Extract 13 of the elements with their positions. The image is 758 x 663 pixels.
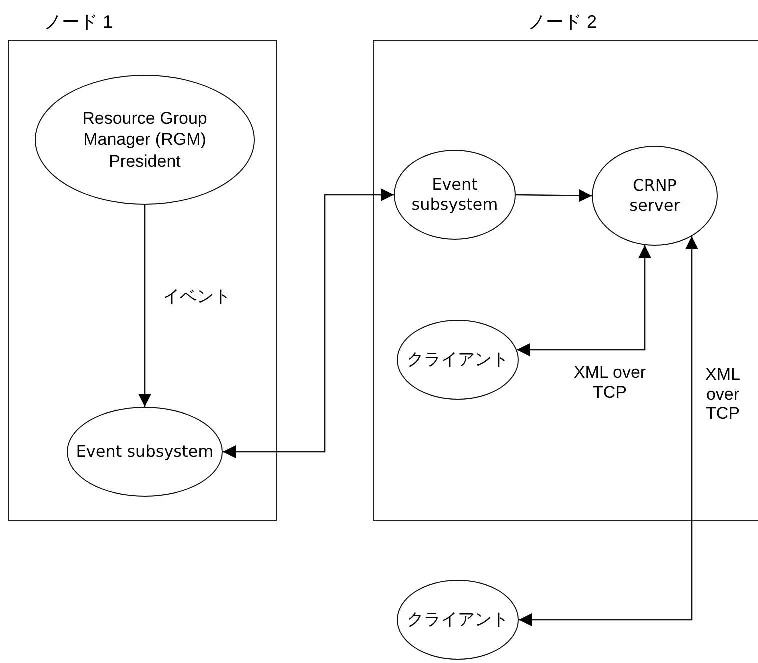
ellipse-node: クライアント bbox=[397, 580, 519, 660]
ellipse-node: Event subsystem bbox=[67, 407, 223, 497]
arrow bbox=[519, 236, 698, 626]
node-title: ノード 2 bbox=[528, 11, 598, 34]
arrow bbox=[138, 205, 152, 407]
ellipse-node: Resource Group Manager (RGM) President bbox=[35, 75, 255, 205]
arrow bbox=[516, 189, 592, 202]
ellipse-node: Event subsystem bbox=[394, 150, 516, 240]
arrow bbox=[223, 188, 394, 458]
node-title: ノード 1 bbox=[44, 11, 114, 34]
ellipse-node: CRNP server bbox=[592, 146, 718, 246]
ellipse-node: クライアント bbox=[397, 320, 519, 400]
arrow bbox=[517, 245, 652, 356]
